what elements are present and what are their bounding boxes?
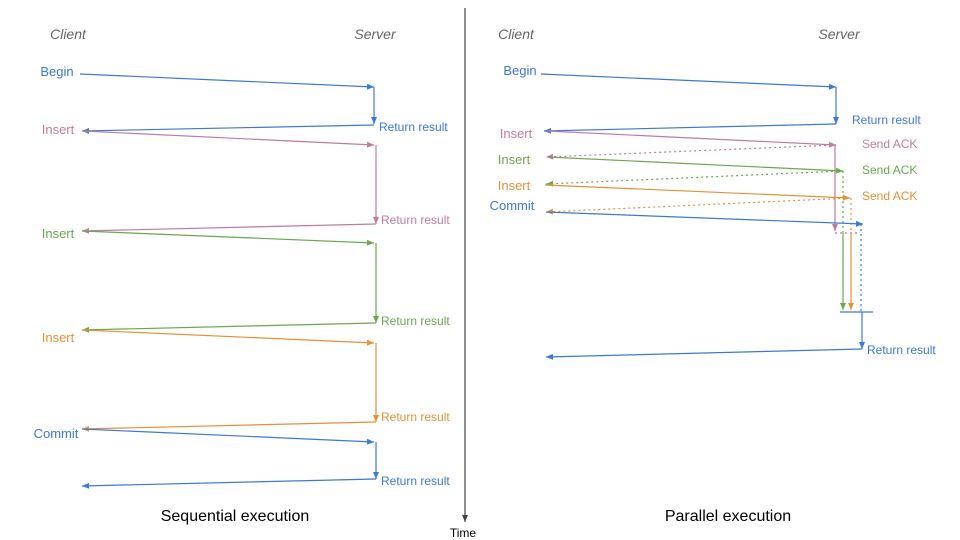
insert-1-request-arrow [81, 130, 375, 148]
response-label-2: Return result [381, 213, 450, 227]
begin-response-arrow [81, 124, 375, 134]
commit-request-arrow [545, 211, 864, 227]
insert-3-request-arrow [81, 329, 375, 346]
request-label-begin: Begin [503, 63, 536, 78]
caption-parallel: Parallel execution [665, 508, 791, 525]
insert-3-response-arrow [81, 421, 377, 432]
insert-3-request-arrow [544, 184, 851, 201]
client-header: Client [50, 26, 87, 42]
begin-response-arrow [543, 123, 837, 134]
insert-3-ack-arrow [545, 197, 851, 215]
begin-request-arrow [79, 73, 375, 90]
insert-2-request-arrow [547, 156, 844, 174]
request-label-insert-1: Insert [500, 126, 533, 141]
request-label-insert-2: Insert [498, 152, 531, 167]
insert-1-response-arrow [81, 223, 377, 234]
client-header: Client [498, 26, 535, 42]
request-label-insert-3: Insert [42, 330, 75, 345]
response-label-begin: Return result [852, 113, 921, 127]
response-label-commit: Return result [867, 343, 936, 357]
request-label-commit: Commit [490, 198, 535, 213]
ack-label-insert-3: Send ACK [862, 189, 917, 203]
request-label-begin: Begin [40, 64, 73, 79]
insert-1-request-arrow [546, 130, 837, 148]
server-header: Server [354, 26, 397, 42]
parallel-panel: Client Server Begin Insert Insert Insert… [490, 26, 937, 525]
time-label: Time [450, 526, 477, 540]
sequential-panel: Client Server Begin Insert Insert Insert… [34, 26, 451, 525]
caption-sequential: Sequential execution [161, 508, 310, 525]
server-header: Server [818, 26, 861, 42]
response-label-4: Return result [381, 410, 450, 424]
ack-label-insert-1: Send ACK [862, 137, 917, 151]
response-label-1: Return result [379, 120, 448, 134]
ack-label-insert-2: Send ACK [862, 163, 917, 177]
insert-2-request-arrow [81, 230, 375, 246]
request-label-insert-3: Insert [498, 178, 531, 193]
insert-2-response-arrow [81, 322, 377, 333]
commit-response-arrow [81, 478, 377, 489]
commit-response-arrow [545, 348, 863, 360]
request-label-commit: Commit [34, 426, 79, 441]
insert-1-ack-arrow [545, 144, 837, 160]
response-label-3: Return result [381, 314, 450, 328]
commit-request-arrow [81, 428, 375, 445]
response-label-5: Return result [381, 474, 450, 488]
insert-2-ack-arrow [545, 170, 844, 187]
request-label-insert-1: Insert [42, 122, 75, 137]
begin-request-arrow [540, 73, 837, 90]
request-label-insert-2: Insert [42, 226, 75, 241]
